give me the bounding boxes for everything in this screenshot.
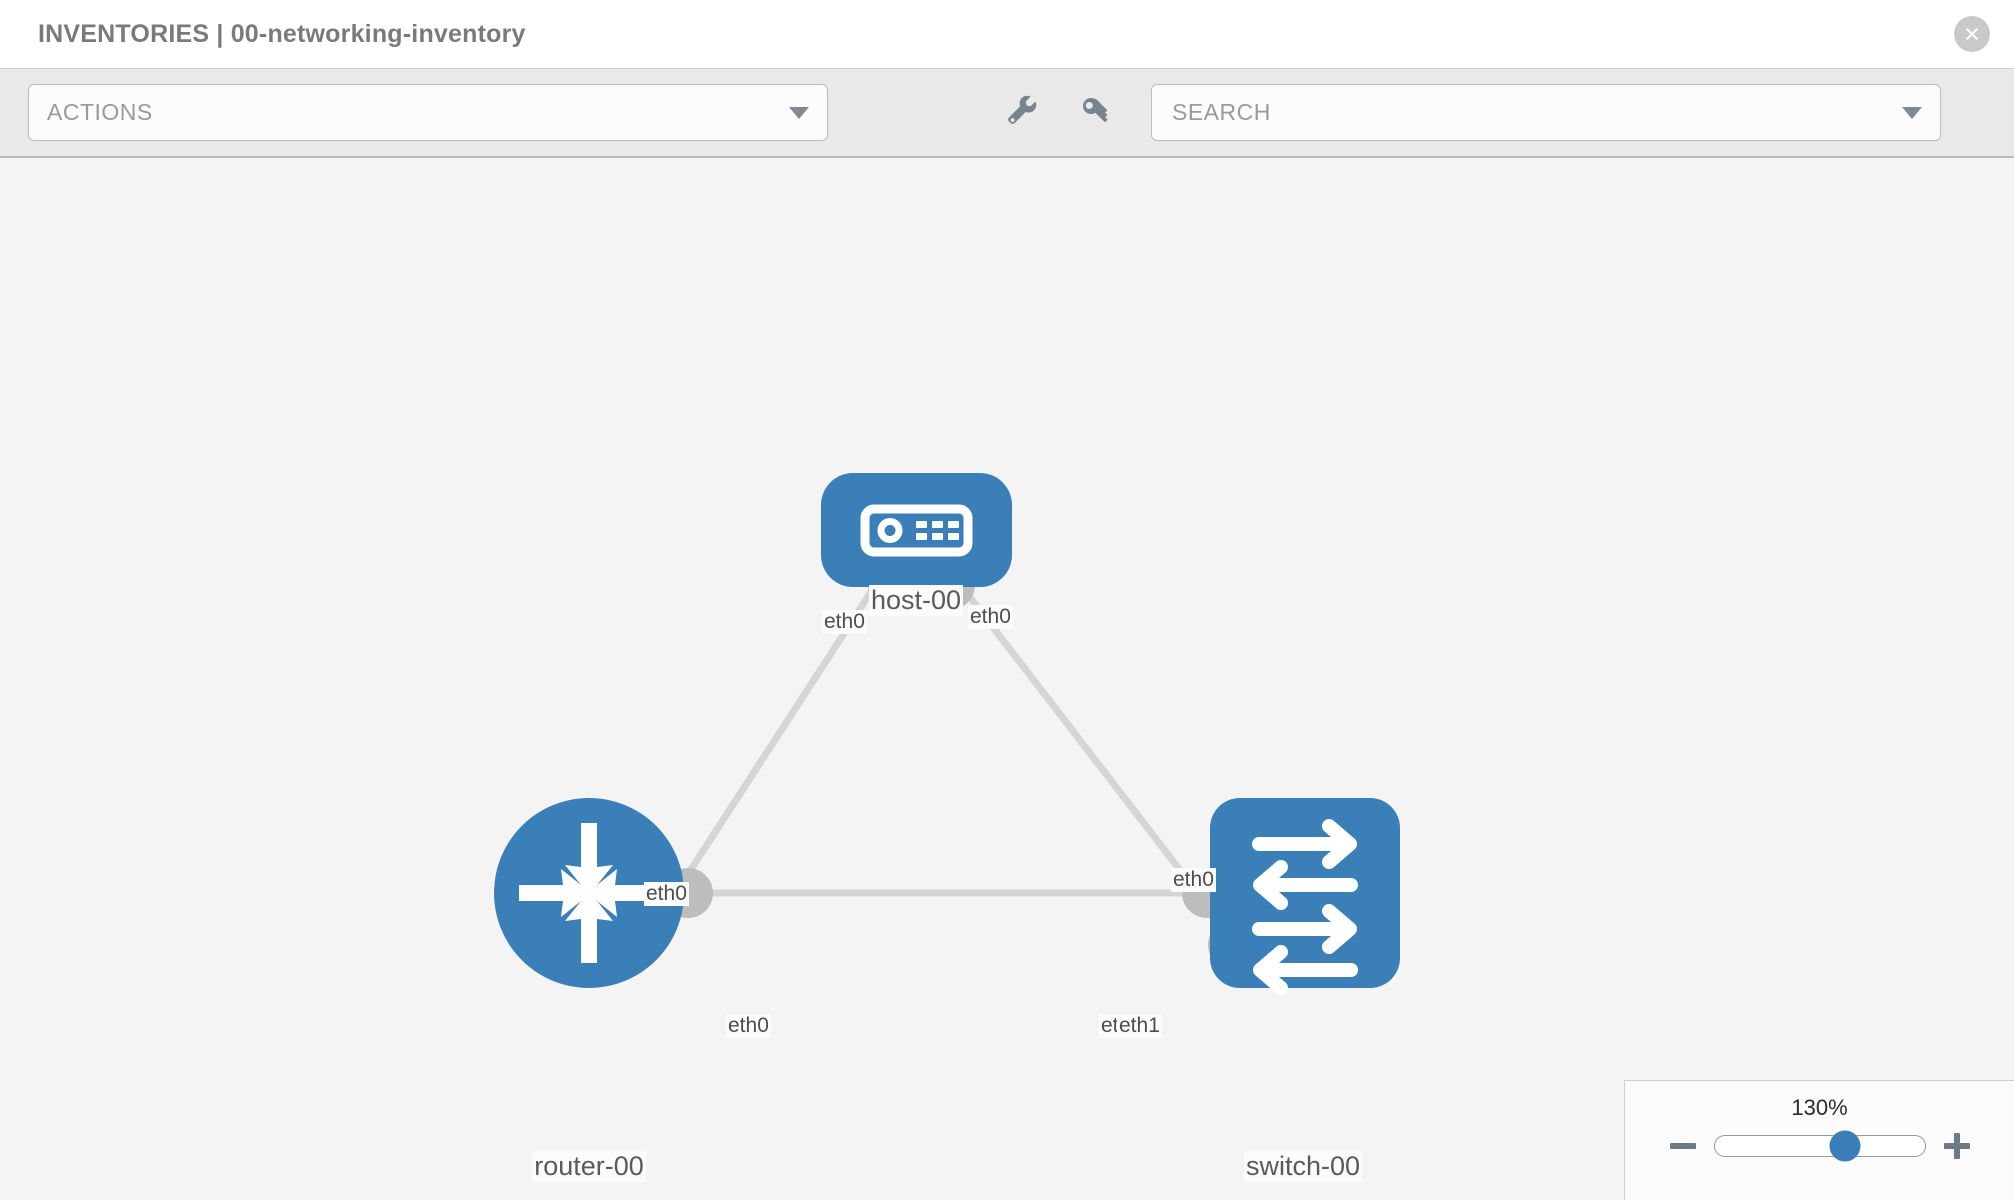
- key-icon[interactable]: [1077, 91, 1115, 134]
- zoom-panel: 130%: [1624, 1080, 2014, 1200]
- edge-label-host00-router00: eth0: [822, 610, 867, 634]
- close-icon: [1962, 24, 1982, 44]
- page-title: INVENTORIES | 00-networking-inventory: [38, 19, 526, 48]
- zoom-slider[interactable]: [1713, 1130, 1926, 1162]
- edge-label-host00-switch00: eth0: [968, 605, 1013, 629]
- actions-dropdown[interactable]: ACTIONS: [28, 84, 828, 141]
- search-input[interactable]: [1170, 98, 1851, 127]
- minus-icon: [1669, 1143, 1696, 1149]
- toolbar-icon-group: [1003, 91, 1115, 134]
- topology-canvas[interactable]: eth0 eth0 eth0 eth0 eth0 eth eth1 host-0…: [0, 158, 2014, 1200]
- edge-label-switch00-uplink: eth0: [1171, 868, 1216, 892]
- zoom-out-button[interactable]: [1668, 1131, 1698, 1161]
- search-field[interactable]: [1151, 84, 1941, 141]
- node-router-00[interactable]: [494, 798, 684, 988]
- switch-arrows-icon: [1252, 819, 1358, 995]
- wrench-icon[interactable]: [1003, 91, 1041, 134]
- zoom-controls: [1625, 1130, 2014, 1162]
- topology-graph: [494, 473, 1400, 995]
- edge-label-router00-uplink: eth0: [644, 882, 689, 906]
- node-label-host-00: host-00: [868, 585, 964, 616]
- edge-label-switch00-eth1: eth1: [1117, 1014, 1162, 1038]
- node-switch-00[interactable]: [1210, 798, 1400, 995]
- chevron-down-icon: [789, 106, 809, 119]
- zoom-slider-handle[interactable]: [1829, 1130, 1861, 1162]
- plus-icon-v: [1953, 1133, 1960, 1159]
- chevron-down-icon[interactable]: [1902, 106, 1922, 119]
- toolbar: ACTIONS: [0, 68, 2014, 158]
- zoom-level-value: 130%: [1791, 1095, 1848, 1120]
- edge-label-router00-eth0: eth0: [726, 1014, 771, 1038]
- close-button[interactable]: [1954, 16, 1990, 52]
- router-arrows-icon: [519, 823, 659, 963]
- server-icon: [860, 504, 973, 557]
- zoom-in-button[interactable]: [1942, 1131, 1972, 1161]
- node-label-router-00: router-00: [532, 1151, 646, 1182]
- node-label-switch-00: switch-00: [1243, 1151, 1363, 1182]
- page-header: INVENTORIES | 00-networking-inventory: [0, 0, 2014, 68]
- actions-dropdown-label: ACTIONS: [47, 99, 153, 125]
- node-host-00[interactable]: [821, 473, 1012, 587]
